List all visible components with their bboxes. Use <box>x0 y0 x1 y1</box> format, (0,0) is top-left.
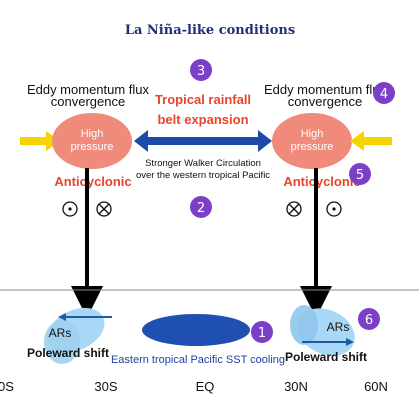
right-pressure-line1: High <box>301 128 324 140</box>
right-ars-label: ARs <box>327 320 350 334</box>
sst-cooling-ellipse <box>142 314 250 346</box>
diagram-title: La Niña-like conditions <box>125 23 295 38</box>
left-eddy-label-line2: convergence <box>51 94 125 109</box>
svg-text:6: 6 <box>365 313 373 328</box>
left-ars-label: ARs <box>49 326 72 340</box>
right-eddy-label-line2: convergence <box>288 94 362 109</box>
marker-5: 5 <box>349 163 371 185</box>
left-pressure-line2: pressure <box>71 141 114 153</box>
right-out-of-page-icon <box>326 201 342 217</box>
right-poleward-shift-label: Poleward shift <box>285 350 367 364</box>
svg-text:5: 5 <box>356 168 364 183</box>
sst-cooling-label: Eastern tropical Pacific SST cooling <box>111 354 285 366</box>
right-ars-shape <box>290 305 355 356</box>
marker-4: 4 <box>373 82 395 104</box>
right-into-page-icon <box>286 201 302 217</box>
marker-2: 2 <box>190 196 212 218</box>
svg-text:4: 4 <box>380 87 388 102</box>
left-anticyclonic-label: Anticyclonic <box>54 174 131 189</box>
svg-text:3: 3 <box>197 64 205 79</box>
left-into-page-icon <box>96 201 112 217</box>
left-eddy-label-line1: Eddy momentum flux <box>27 82 150 97</box>
left-pressure-line1: High <box>81 128 104 140</box>
walker-double-arrow <box>134 130 272 152</box>
marker-1: 1 <box>251 321 273 343</box>
right-anticyclonic-label: Anticyclonic <box>283 174 360 189</box>
svg-text:2: 2 <box>197 201 205 216</box>
walker-label-line1: Stronger Walker Circulation <box>145 158 261 169</box>
right-pressure-line2: pressure <box>291 141 334 153</box>
axis-label-0s: 0S <box>0 379 14 394</box>
svg-text:1: 1 <box>258 326 266 341</box>
right-high-pressure-ellipse <box>272 113 352 169</box>
left-out-of-page-icon <box>62 201 78 217</box>
axis-label-60n: 60N <box>364 379 388 394</box>
left-high-pressure-ellipse <box>52 113 132 169</box>
rainfall-label-line1: Tropical rainfall <box>155 92 251 107</box>
axis-label-eq: EQ <box>196 379 215 394</box>
axis-label-30n: 30N <box>284 379 308 394</box>
left-poleward-shift-label: Poleward shift <box>27 346 109 360</box>
axis-label-30s: 30S <box>94 379 117 394</box>
right-yellow-arrow <box>350 131 392 151</box>
walker-label-line2: over the western tropical Pacific <box>136 170 270 181</box>
right-eddy-label-line1: Eddy momentum flux <box>264 82 387 97</box>
rainfall-label-line2: belt expansion <box>157 112 248 127</box>
marker-6: 6 <box>358 308 380 330</box>
marker-3: 3 <box>190 59 212 81</box>
left-ars-shape <box>44 307 112 364</box>
